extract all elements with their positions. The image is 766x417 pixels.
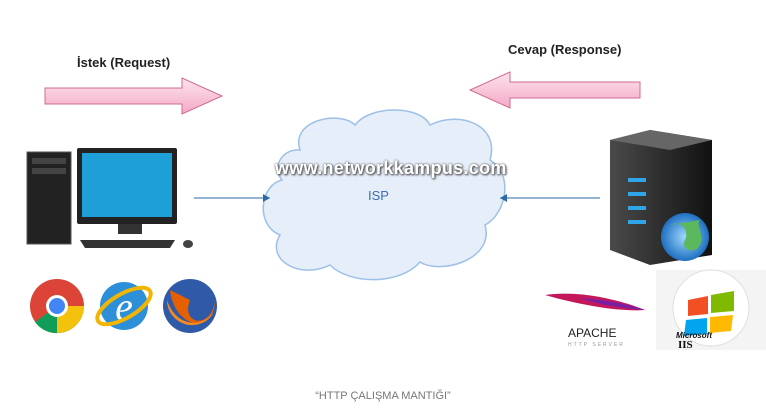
iis-logo: Microsoft IIS bbox=[656, 269, 766, 351]
apache-logo: APACHE HTTP SERVER bbox=[538, 272, 656, 352]
figure-caption: “HTTP ÇALIŞMA MANTIĞI” bbox=[315, 390, 451, 402]
request-arrow bbox=[44, 77, 224, 115]
client-to-isp-arrowhead bbox=[263, 194, 270, 202]
request-label: İstek (Request) bbox=[77, 55, 171, 70]
firefox-icon bbox=[163, 279, 217, 333]
server-to-isp-arrowhead bbox=[500, 194, 507, 202]
globe-icon bbox=[661, 213, 709, 261]
isp-label: ISP bbox=[368, 188, 389, 203]
svg-text:Microsoft: Microsoft bbox=[676, 331, 712, 340]
response-label: Cevap (Response) bbox=[508, 42, 622, 57]
svg-text:HTTP SERVER: HTTP SERVER bbox=[568, 342, 625, 348]
isp-cloud bbox=[262, 109, 506, 281]
svg-text:APACHE: APACHE bbox=[568, 326, 616, 340]
computer-icon bbox=[26, 148, 193, 248]
watermark: www.networkkampus.com bbox=[275, 158, 507, 178]
svg-text:IIS: IIS bbox=[678, 339, 693, 351]
response-arrow bbox=[468, 71, 641, 109]
chrome-icon bbox=[30, 279, 84, 334]
internet-explorer-icon: e bbox=[95, 282, 153, 330]
